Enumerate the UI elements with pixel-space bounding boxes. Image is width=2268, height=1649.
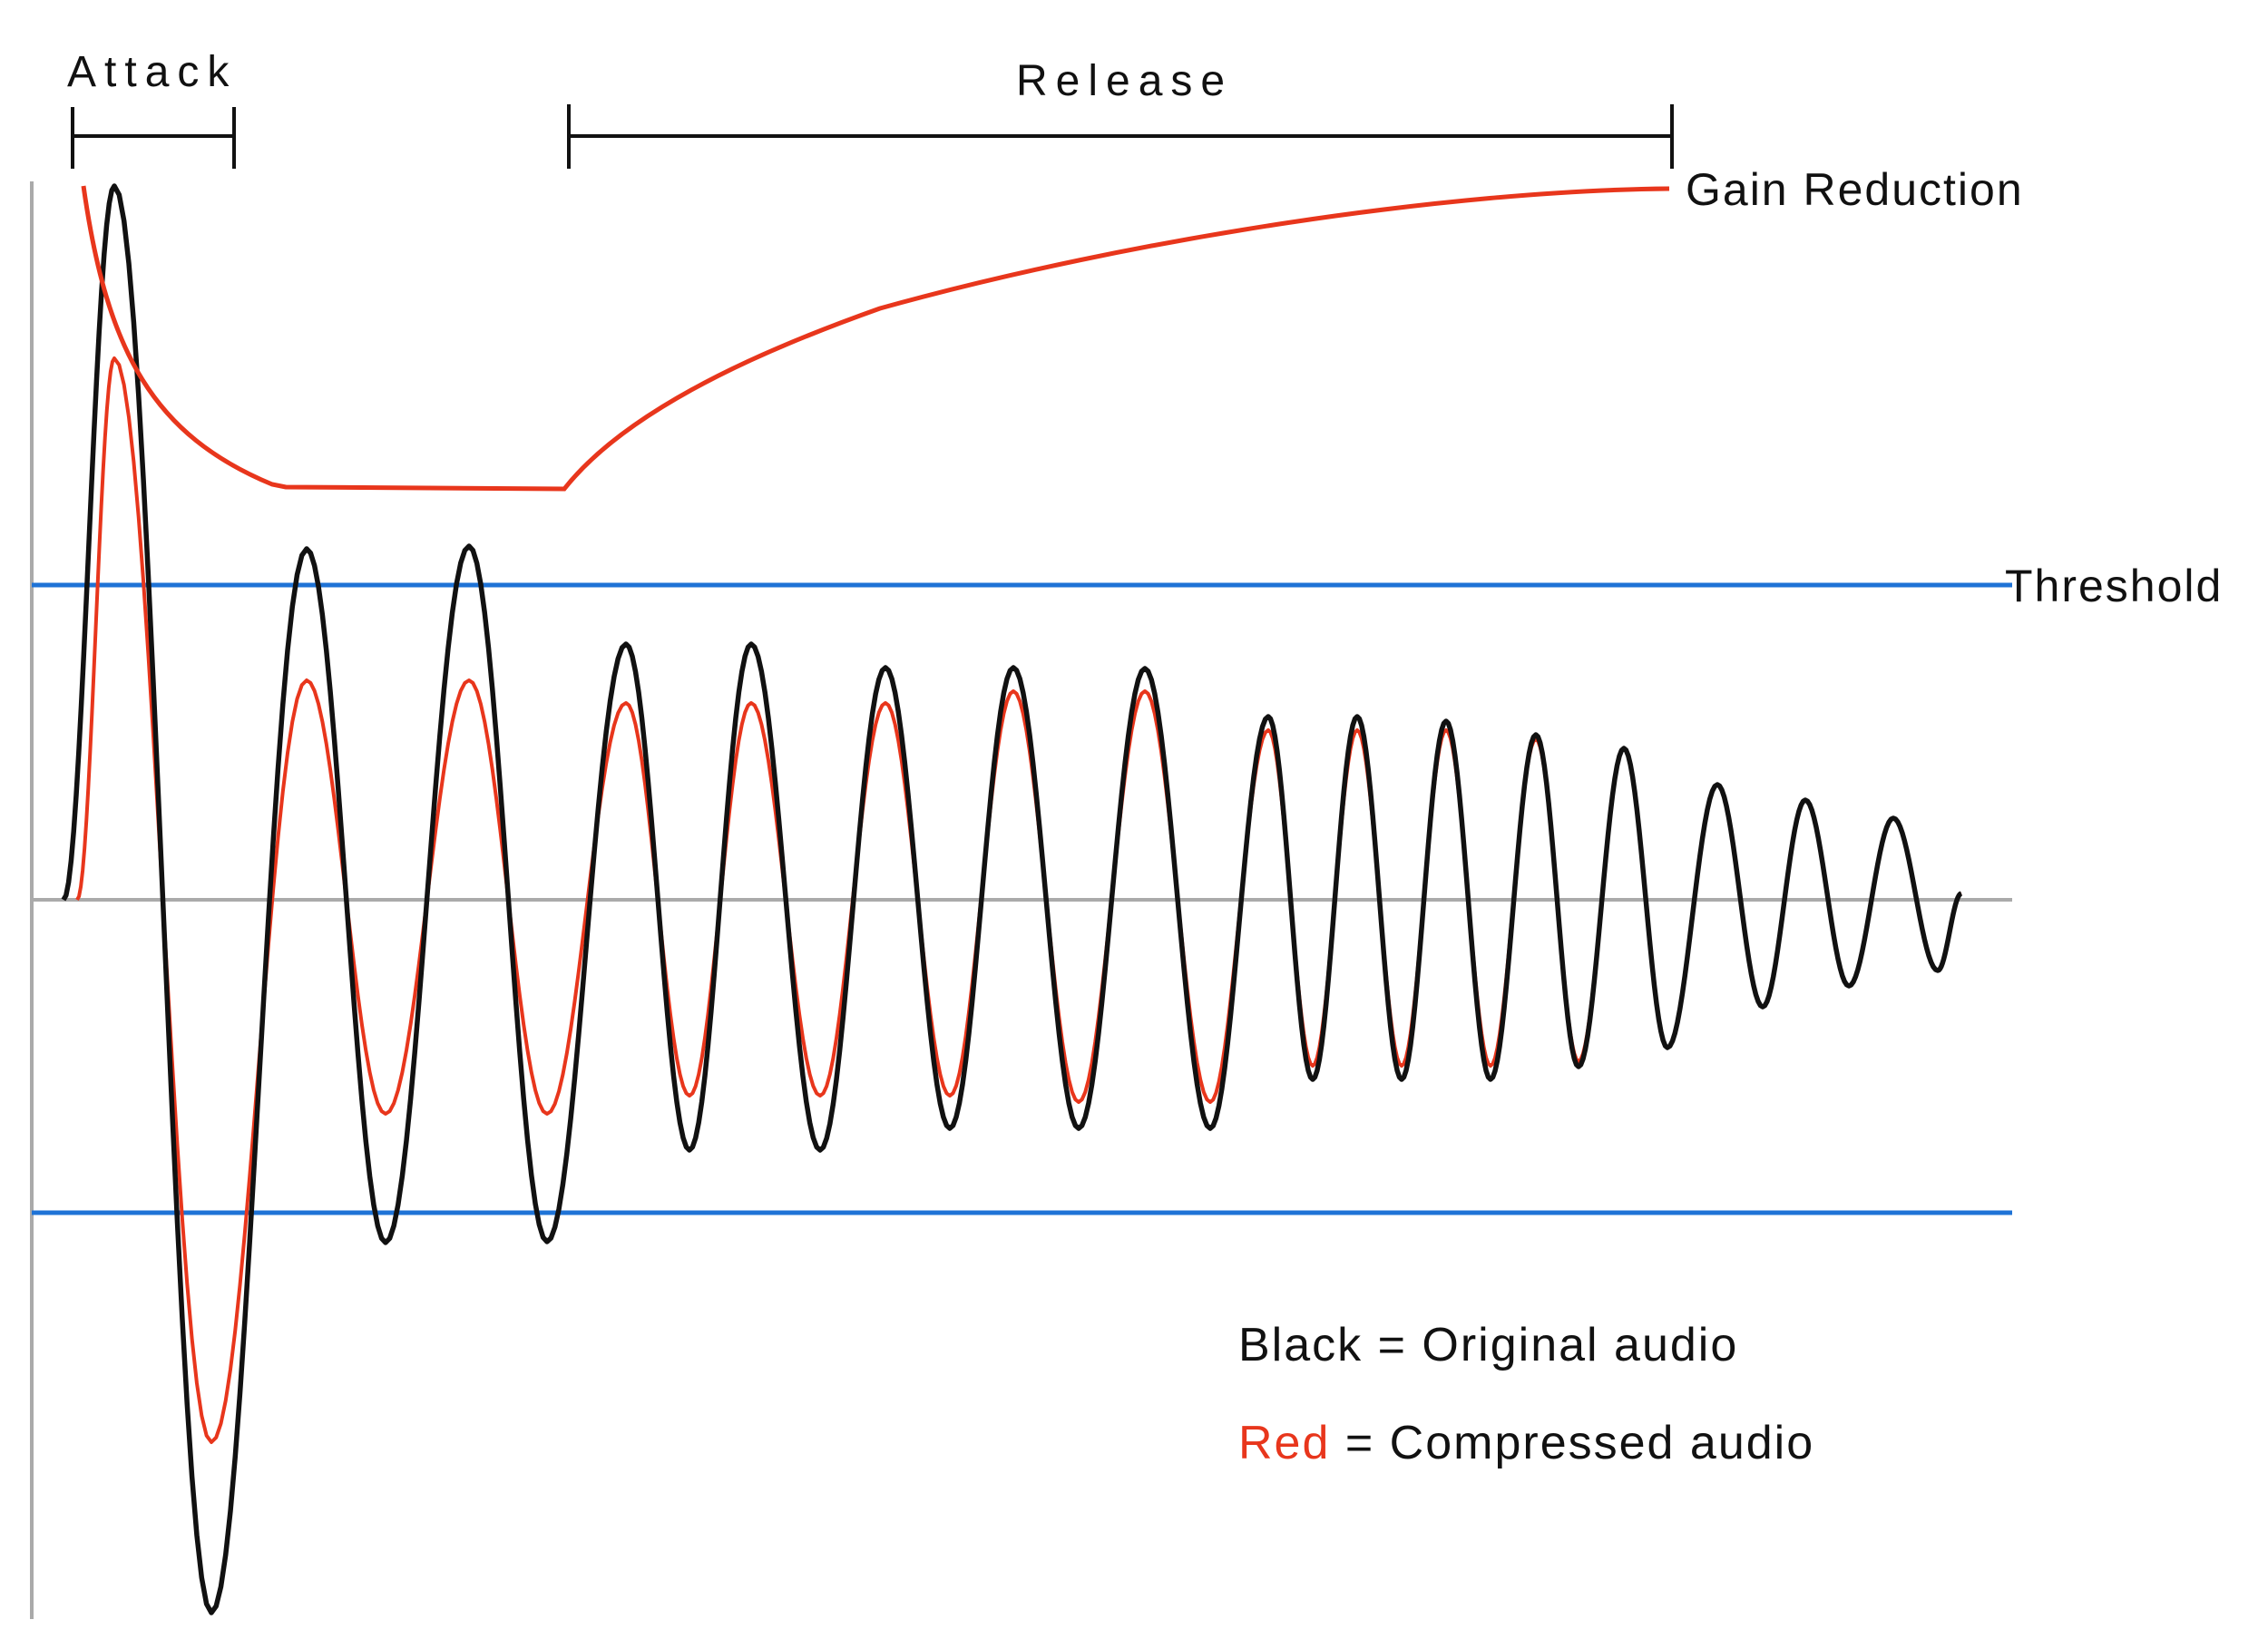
legend-compressed-word: Red [1238, 1417, 1330, 1469]
attack-bracket [71, 107, 236, 169]
gain-reduction-curve [81, 185, 1670, 492]
legend-original-text: = Original audio [1363, 1319, 1738, 1371]
release-label: Release [1016, 57, 1233, 105]
legend-original-word: Black [1238, 1319, 1363, 1371]
release-bracket [567, 104, 1674, 169]
legend-compressed-text: = Compressed audio [1330, 1417, 1814, 1469]
gain-reduction-label: Gain Reduction [1686, 164, 2024, 215]
legend-original: Black = Original audio [1238, 1319, 1738, 1371]
threshold-label: Threshold [2005, 561, 2223, 611]
legend-compressed: Red = Compressed audio [1238, 1417, 1814, 1469]
attack-label: Attack [67, 48, 237, 96]
original-audio-wave [61, 183, 1963, 1615]
